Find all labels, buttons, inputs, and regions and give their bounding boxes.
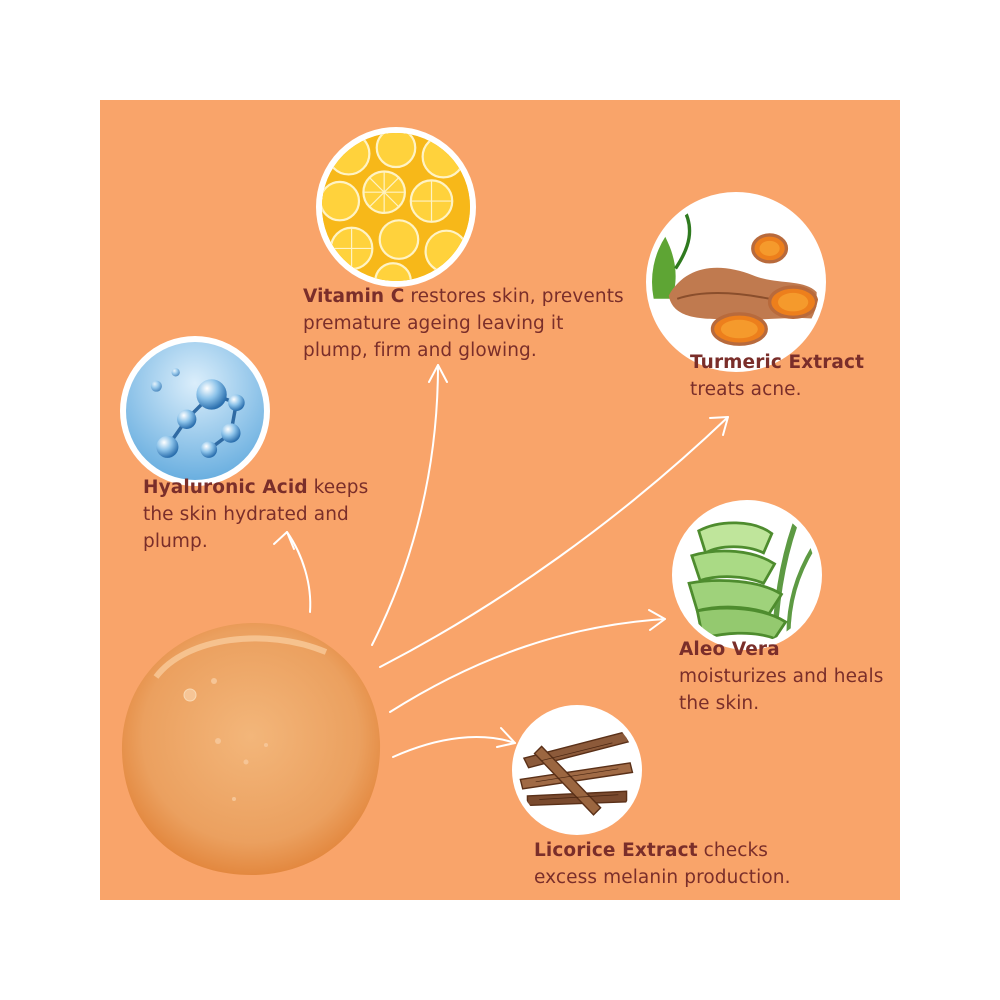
aleo-vera-image xyxy=(672,500,822,650)
vitamin-c-description: restores skin, prevents premature ageing… xyxy=(303,286,624,361)
licorice-extract-text: Licorice Extract checks excess melanin p… xyxy=(534,837,834,891)
hyaluronic-acid-image xyxy=(120,336,270,486)
arrows-layer xyxy=(273,364,729,758)
arrow-to-vitamin-c xyxy=(371,364,439,646)
hyaluronic-acid-text: Hyaluronic Acid keeps the skin hydrated … xyxy=(143,474,398,555)
aleo-vera-text: Aleo Vera moisturizes and heals the skin… xyxy=(679,636,889,717)
licorice-extract-image xyxy=(512,705,642,835)
turmeric-extract-image xyxy=(646,192,826,372)
licorice-extract-description: checks excess melanin production. xyxy=(534,840,791,888)
vitamin-c-text: Vitamin C restores skin, prevents premat… xyxy=(303,283,633,364)
arrow-to-turmeric-extract xyxy=(379,416,729,668)
ingredients-infographic: Vitamin C restores skin, prevents premat… xyxy=(100,100,900,900)
arrow-to-hyaluronic-acid xyxy=(286,531,312,613)
aleo-vera-description: moisturizes and heals the skin. xyxy=(679,666,884,714)
vitamin-c-image xyxy=(316,127,476,287)
arrow-to-aleo-vera xyxy=(389,618,666,713)
hyaluronic-acid-description: keeps the skin hydrated and plump. xyxy=(143,477,369,552)
vitamin-c-name: Vitamin C xyxy=(303,286,405,307)
turmeric-extract-description: treats acne. xyxy=(690,379,802,400)
arrow-to-licorice-extract xyxy=(392,736,516,758)
turmeric-extract-text: Turmeric Extract treats acne. xyxy=(690,349,890,403)
serum-drop-image xyxy=(121,622,381,876)
hyaluronic-acid-name: Hyaluronic Acid xyxy=(143,477,308,498)
turmeric-extract-name: Turmeric Extract xyxy=(690,352,865,373)
aleo-vera-name: Aleo Vera xyxy=(679,639,780,660)
licorice-extract-name: Licorice Extract xyxy=(534,840,698,861)
